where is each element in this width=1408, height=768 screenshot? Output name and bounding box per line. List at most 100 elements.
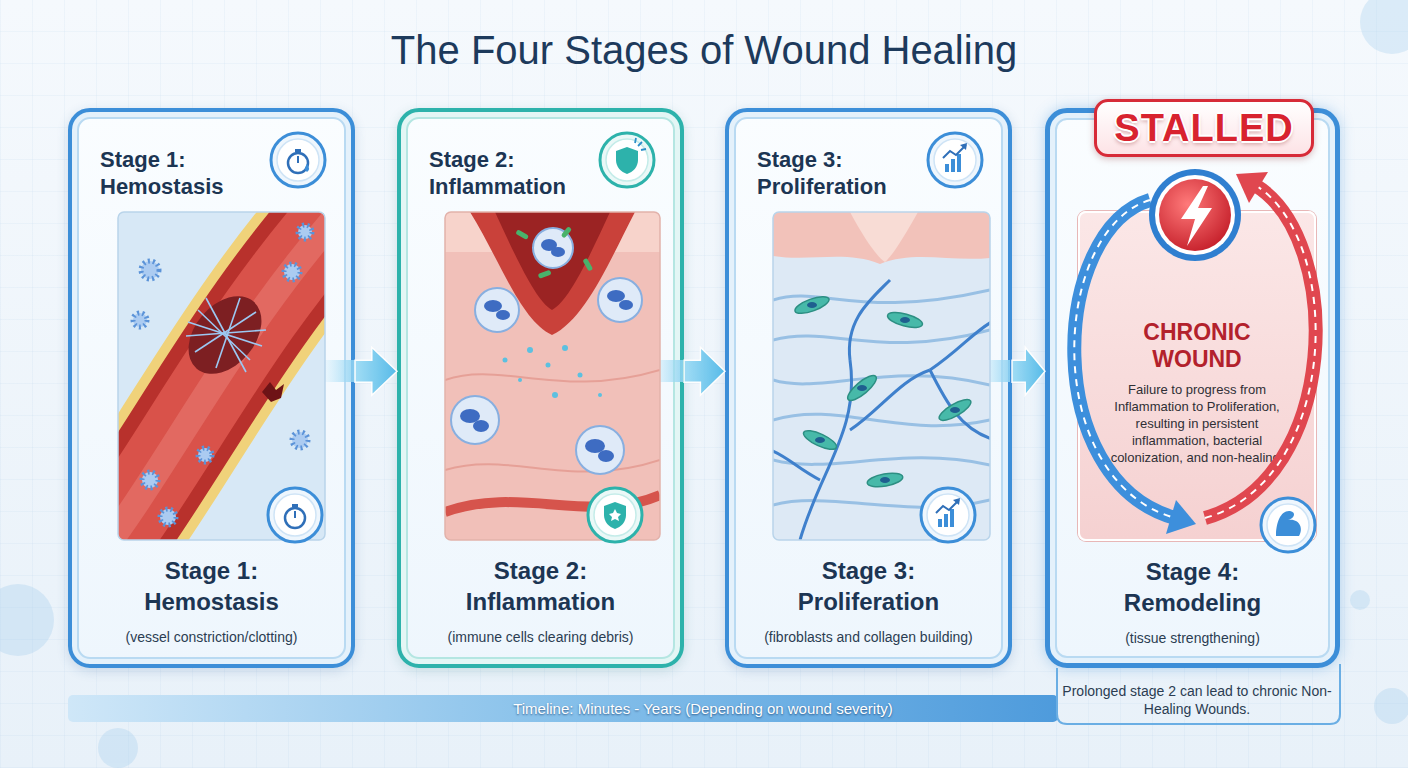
arrow-tails bbox=[646, 360, 683, 382]
hemostasis-illustration bbox=[160, 509, 176, 525]
stall-cycle bbox=[1181, 186, 1212, 246]
hemostasis-illustration bbox=[206, 298, 246, 372]
hemostasis-illustration bbox=[141, 261, 159, 279]
arrow-tails bbox=[318, 360, 355, 382]
shield-icon bbox=[588, 488, 642, 542]
stage-title: Stage 4: Remodeling bbox=[1105, 556, 1280, 618]
inflammation-illustration bbox=[619, 300, 633, 310]
stall-cycle bbox=[1236, 172, 1268, 203]
inflammation-illustration bbox=[576, 426, 624, 474]
growth-chart-icon bbox=[953, 498, 960, 505]
inflammation-illustration bbox=[562, 345, 568, 351]
inflammation-illustration bbox=[460, 239, 633, 462]
panel-heading: CHRONIC WOUND bbox=[1120, 319, 1274, 373]
growth-chart-icon bbox=[951, 159, 955, 172]
stage-title: Stage 3: Proliferation bbox=[784, 555, 953, 617]
shield-icon bbox=[635, 138, 646, 150]
hemostasis-illustration bbox=[118, 212, 325, 540]
stall-cycle bbox=[1149, 169, 1241, 261]
inflammation-illustration bbox=[515, 229, 529, 240]
proliferation-illustration bbox=[900, 317, 910, 323]
arrow-tails bbox=[318, 360, 1010, 382]
proliferation-illustration bbox=[773, 500, 990, 507]
stall-cycle bbox=[1074, 200, 1175, 518]
hemostasis-illustration bbox=[118, 212, 325, 540]
hemostasis-illustration bbox=[298, 225, 312, 239]
stopwatch-icon bbox=[285, 508, 305, 528]
proliferation-illustration bbox=[930, 370, 990, 440]
proliferation-illustration bbox=[801, 427, 839, 453]
growth-chart-icon bbox=[936, 500, 959, 513]
proliferation-illustration bbox=[793, 293, 974, 517]
stage-title: Stage 1: Hemostasis bbox=[127, 555, 296, 617]
inflammation-illustration bbox=[518, 378, 522, 382]
muscle-icon bbox=[1267, 504, 1309, 546]
proliferation-illustration bbox=[930, 320, 990, 370]
inflammation-illustration bbox=[533, 228, 573, 268]
image-frame bbox=[118, 212, 325, 540]
shield-icon bbox=[616, 147, 638, 174]
inflammation-illustration bbox=[582, 258, 593, 272]
shield-icon bbox=[588, 488, 642, 542]
stage-heading: Stage 3: Proliferation bbox=[757, 146, 927, 200]
inflammation-illustration bbox=[598, 278, 642, 322]
stopwatch-icon bbox=[277, 139, 319, 181]
footnote: Prolonged stage 2 can lead to chronic No… bbox=[1062, 682, 1332, 718]
stopwatch-icon bbox=[274, 494, 316, 536]
stall-cycle bbox=[1205, 185, 1316, 518]
stage-description: (vessel constriction/clotting) bbox=[80, 628, 343, 646]
stall-cycle bbox=[1159, 179, 1231, 251]
proliferation-illustration bbox=[844, 372, 879, 404]
hemostasis-illustration bbox=[133, 313, 147, 327]
inflammation-illustration bbox=[451, 396, 499, 444]
hemostasis-illustration bbox=[118, 212, 325, 540]
inflammation-illustration bbox=[496, 310, 510, 320]
stopwatch-icon bbox=[268, 488, 322, 542]
proliferation-illustration bbox=[857, 385, 867, 391]
inflammation-illustration bbox=[445, 212, 660, 540]
proliferation-illustration bbox=[850, 370, 930, 430]
background-bubbles bbox=[1360, 0, 1408, 54]
stage-card: Stage 4: Remodeling(tissue strengthening… bbox=[1045, 108, 1340, 668]
shield-icon bbox=[594, 494, 636, 536]
inflammation-illustration bbox=[607, 290, 625, 302]
stall-cycle bbox=[1074, 200, 1175, 518]
hemostasis-illustration bbox=[142, 472, 158, 488]
flow-arrow bbox=[684, 347, 725, 395]
proliferation-illustration bbox=[773, 280, 990, 540]
panel-body: Failure to progress from Inflammation to… bbox=[1108, 381, 1286, 466]
background-bubbles bbox=[1374, 688, 1408, 724]
inflammation-illustration bbox=[445, 212, 660, 540]
inflammation-illustration bbox=[495, 212, 610, 310]
inflammation-illustration bbox=[598, 393, 602, 397]
inflammation-illustration bbox=[470, 212, 635, 335]
proliferation-illustration bbox=[773, 376, 990, 385]
stage-description: (immune cells clearing debris) bbox=[409, 628, 672, 646]
growth-chart-icon bbox=[938, 519, 942, 527]
proliferation-illustration bbox=[815, 437, 825, 443]
growth-chart-icon bbox=[934, 139, 976, 181]
chronic-panel: CHRONIC WOUND Failure to progress from In… bbox=[1078, 211, 1316, 541]
badge-text: STALLED bbox=[1114, 109, 1293, 147]
stopwatch-icon bbox=[268, 488, 322, 542]
hemostasis-illustration bbox=[133, 225, 312, 525]
inflammation-illustration bbox=[503, 345, 603, 398]
hemostasis-illustration bbox=[198, 310, 250, 360]
proliferation-illustration bbox=[849, 280, 890, 360]
inflammation-illustration bbox=[538, 270, 552, 279]
hemostasis-illustration bbox=[188, 322, 262, 346]
proliferation-illustration bbox=[945, 502, 955, 508]
inflammation-illustration bbox=[541, 239, 557, 251]
proliferation-illustration bbox=[773, 212, 990, 540]
inflammation-illustration bbox=[578, 373, 583, 378]
proliferation-illustration bbox=[773, 458, 990, 465]
stopwatch-icon bbox=[294, 511, 296, 518]
proliferation-illustration bbox=[850, 212, 918, 262]
inflammation-illustration bbox=[561, 226, 573, 238]
background-bubbles bbox=[0, 584, 54, 656]
inflammation-illustration bbox=[445, 460, 660, 472]
inflammation-illustration bbox=[445, 495, 660, 512]
inflammation-illustration bbox=[451, 228, 642, 474]
proliferation-illustration bbox=[773, 290, 990, 303]
